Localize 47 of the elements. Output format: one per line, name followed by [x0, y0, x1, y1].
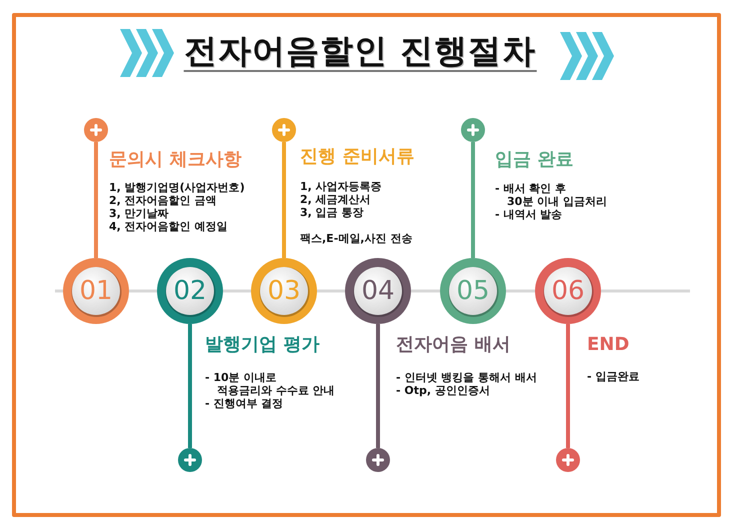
- step-detail: 30분 이내 입금처리: [507, 195, 607, 208]
- step-heading: END: [587, 333, 630, 357]
- step-heading: 문의시 체크사항: [109, 148, 242, 172]
- step-detail: 팩스,E-메일,사진 전송: [300, 232, 412, 245]
- step-detail: 3, 입금 통장: [300, 206, 364, 219]
- pin-circle: [178, 448, 202, 472]
- connector-line: [411, 290, 440, 292]
- step-circle: 06: [535, 258, 601, 324]
- connector-line: [129, 290, 157, 292]
- step-detail: 4, 전자어음할인 예정일: [109, 220, 228, 233]
- step-circle: 02: [157, 258, 223, 324]
- step-circle: 05: [440, 258, 506, 324]
- step-detail: - 10분 이내로: [205, 371, 277, 384]
- step-circle: 01: [63, 258, 129, 324]
- step-circle: 04: [345, 258, 411, 324]
- step-detail: 2, 세금계산서: [300, 193, 371, 206]
- connector-line: [506, 290, 535, 292]
- pin-circle: [366, 448, 390, 472]
- step-detail: - Otp, 공인인증서: [396, 384, 490, 397]
- pin-circle: [556, 448, 580, 472]
- step-detail: 2, 전자어음할인 금액: [109, 194, 216, 207]
- step-detail: - 입금완료: [587, 370, 640, 383]
- step-heading: 진행 준비서류: [300, 145, 414, 169]
- connector-line: [223, 290, 251, 292]
- stem-line: [566, 324, 570, 448]
- step-heading: 전자어음 배서: [396, 333, 510, 357]
- pin-circle: [272, 118, 296, 142]
- step-detail: 적용금리와 수수료 안내: [217, 384, 335, 397]
- step-heading: 발행기업 평가: [205, 333, 320, 357]
- step-detail: 3, 만기날짜: [109, 207, 169, 220]
- stem-line: [471, 142, 475, 258]
- connector-line: [317, 290, 345, 292]
- step-detail: - 인터넷 뱅킹을 통해서 배서: [396, 371, 537, 384]
- step-detail: - 배서 확인 후: [495, 182, 566, 195]
- stem-line: [376, 324, 380, 448]
- step-circle: 03: [251, 258, 317, 324]
- step-detail: - 내역서 발송: [495, 208, 562, 221]
- pin-circle: [461, 118, 485, 142]
- stem-line: [94, 142, 98, 258]
- title: 전자어음할인 진행절차: [184, 32, 536, 72]
- step-detail: 1, 사업자등록증: [300, 180, 382, 193]
- stem-line: [282, 142, 286, 258]
- step-heading: 입금 완료: [495, 148, 574, 172]
- step-detail: - 진행여부 결정: [205, 397, 284, 410]
- pin-circle: [84, 118, 108, 142]
- stem-line: [188, 324, 192, 448]
- step-detail: 1, 발행기업명(사업자번호): [109, 181, 245, 194]
